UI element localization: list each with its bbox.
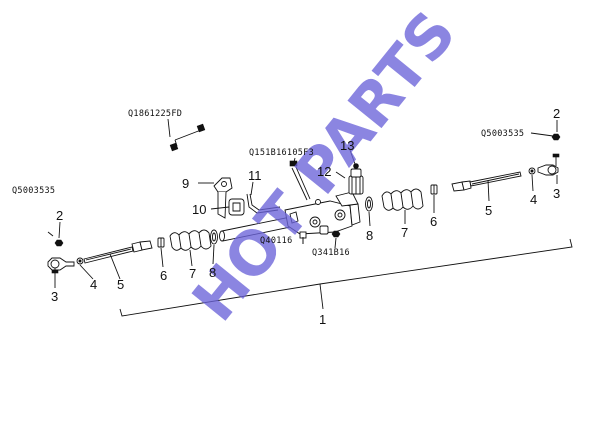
callout-7-left: 7: [189, 266, 196, 281]
code-nut-right: Q5003535: [481, 129, 524, 139]
callout-2-left: 2: [56, 208, 63, 223]
mounting-bracket: [213, 177, 233, 219]
code-long-bolt: Q151B16105F3: [249, 148, 314, 158]
clamp-right: [430, 184, 438, 195]
inner-tie-rod-left: [83, 240, 153, 264]
ring-left: [210, 229, 218, 245]
pinion-fitting: [350, 163, 362, 178]
clamp-left: [157, 237, 165, 248]
callout-4-left: 4: [90, 277, 97, 292]
code-nut-lower: Q341B16: [312, 248, 350, 258]
tie-rod-end-right: [537, 153, 560, 176]
code-nut-left: Q5003535: [12, 186, 55, 196]
callout-13: 13: [340, 138, 354, 153]
callout-6-right: 6: [430, 214, 437, 229]
callout-8-right: 8: [366, 228, 373, 243]
bellows-boot-left: [169, 229, 212, 251]
callout-11: 11: [248, 168, 262, 183]
inner-tie-rod-right: [451, 171, 522, 192]
leader-lines: [47, 118, 558, 288]
washer-right: [528, 167, 536, 175]
long-bolt: [289, 160, 311, 201]
callout-8-left: 8: [209, 265, 216, 280]
tube-pipe: [246, 193, 281, 214]
callout-2-right: 2: [553, 106, 560, 121]
code-bolt-lower: Q40116: [260, 236, 293, 246]
callout-9: 9: [182, 176, 189, 191]
bellows-boot-right: [381, 188, 424, 211]
callout-5-left: 5: [117, 277, 124, 292]
nut-left: [54, 239, 64, 247]
nut-right: [551, 133, 561, 141]
callout-10: 10: [192, 202, 206, 217]
rack-housing: [219, 175, 364, 242]
code-bolt-top: Q1861225FD: [128, 109, 182, 119]
washer-left: [76, 257, 84, 265]
tie-rod-end-left: [47, 257, 75, 277]
callout-4-right: 4: [530, 192, 537, 207]
callout-7-right: 7: [401, 225, 408, 240]
callout-5-right: 5: [485, 203, 492, 218]
nut-q341b16: [331, 230, 341, 238]
callout-12: 12: [317, 164, 331, 179]
callout-1: 1: [319, 312, 326, 327]
callout-3-right: 3: [553, 186, 560, 201]
callout-3-left: 3: [51, 289, 58, 304]
callout-6-left: 6: [160, 268, 167, 283]
rubber-bushing: [228, 198, 245, 216]
bolt-q1861225fd: [169, 123, 206, 152]
ring-right: [365, 196, 373, 212]
group-bracket-1: [119, 238, 573, 317]
